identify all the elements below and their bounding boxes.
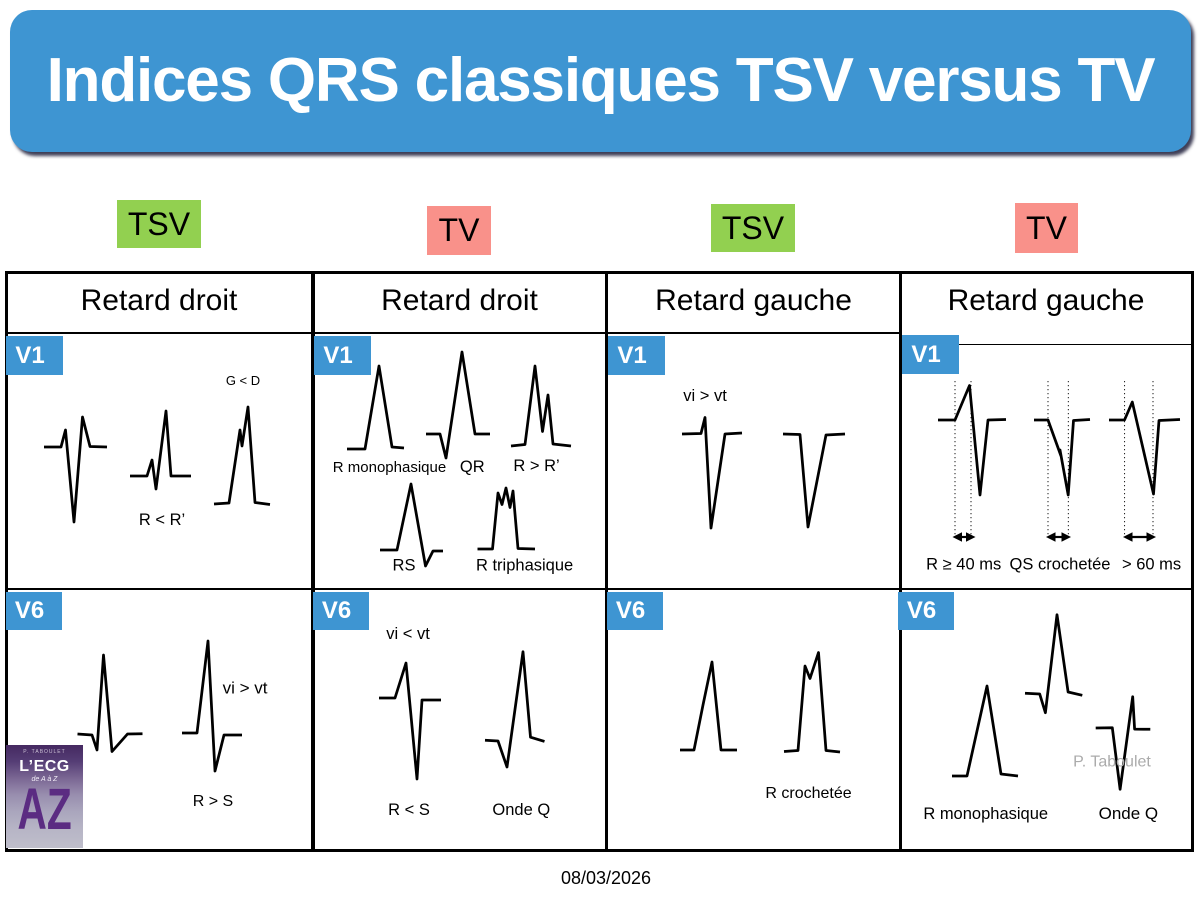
svg-text:Onde Q: Onde Q — [492, 801, 550, 819]
svg-text:Onde Q: Onde Q — [1099, 804, 1159, 823]
svg-text:R monophasique: R monophasique — [923, 805, 1048, 823]
svg-text:R triphasique: R triphasique — [476, 557, 573, 575]
svg-text:R < S: R < S — [388, 801, 430, 819]
svg-text:R monophasique: R monophasique — [333, 459, 446, 476]
svg-text:R ≥ 40 ms: R ≥ 40 ms — [926, 556, 1001, 574]
svg-text:R > S: R > S — [193, 793, 233, 810]
svg-text:vi < vt: vi < vt — [386, 625, 430, 643]
svg-text:R < R’: R < R’ — [139, 511, 185, 529]
svg-text:RS: RS — [393, 557, 416, 575]
svg-text:G < D: G < D — [226, 373, 260, 388]
svg-text:R crochetée: R crochetée — [765, 785, 851, 802]
svg-text:> 60 ms: > 60 ms — [1122, 556, 1181, 574]
svg-text:vi > vt: vi > vt — [223, 679, 268, 698]
svg-text:vi > vt: vi > vt — [683, 387, 727, 405]
svg-text:P. Taboulet: P. Taboulet — [1073, 754, 1151, 771]
svg-text:R > R’: R > R’ — [513, 457, 559, 475]
svg-text:QS crochetée: QS crochetée — [1010, 556, 1111, 574]
svg-text:QR: QR — [460, 458, 485, 476]
